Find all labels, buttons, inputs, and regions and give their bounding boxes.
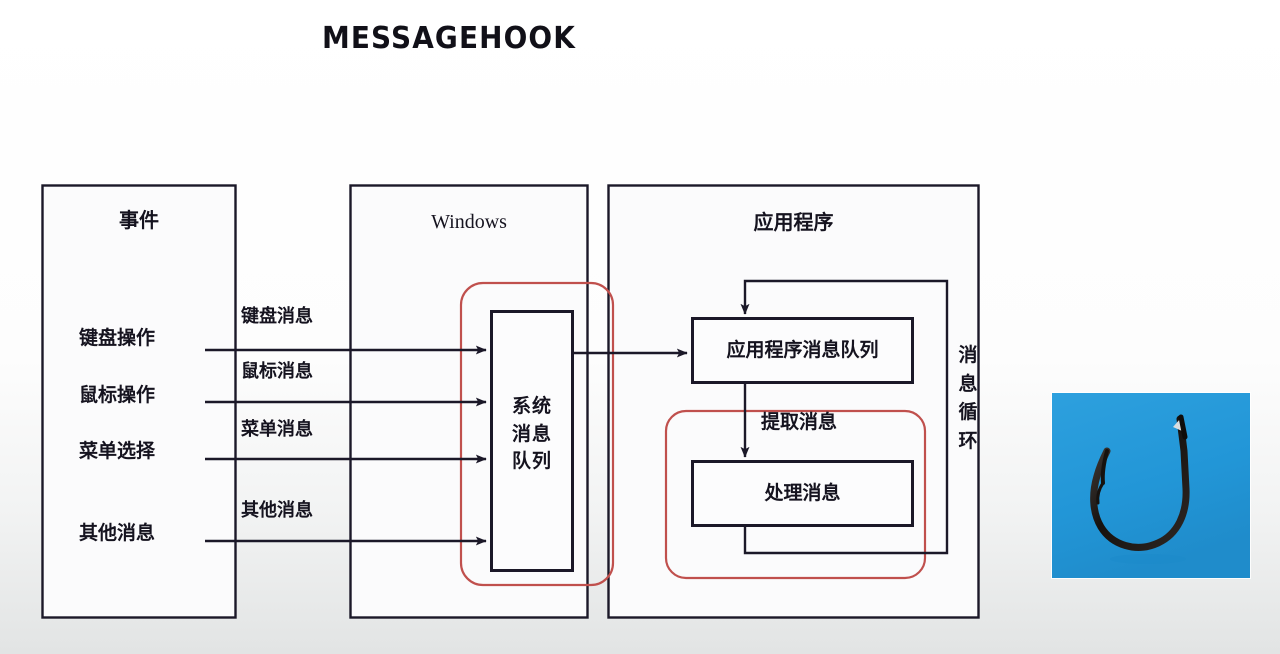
- fishing-hook-photo: [1052, 393, 1250, 578]
- app-message-queue-label: 应用程序消息队列: [726, 339, 879, 361]
- application-column-header: 应用程序: [753, 210, 834, 234]
- arrow-label-other-message: 其他消息: [241, 500, 313, 521]
- events-column-header: 事件: [119, 208, 159, 232]
- event-item-keyboard: 键盘操作: [79, 327, 156, 349]
- system-queue-line-2: 消息: [511, 422, 552, 445]
- arrow-label-menu-message: 菜单消息: [241, 419, 313, 440]
- event-item-other: 其他消息: [79, 522, 156, 544]
- column-outlines: [41, 184, 980, 619]
- loop-label-char-3: 循: [958, 401, 978, 423]
- arrow-label-keyboard-message: 键盘消息: [241, 306, 313, 327]
- event-message-arrows: [205, 345, 487, 546]
- loop-label-char-4: 环: [958, 429, 978, 452]
- arrow-label-mouse-message: 鼠标消息: [241, 361, 313, 382]
- process-message-highlight: [664, 409, 927, 580]
- process-message-label: 处理消息: [764, 482, 841, 504]
- application-column-box: [607, 184, 980, 619]
- message-loop-path: [740, 279, 949, 555]
- system-message-queue-label: 系统 消息 队列: [497, 393, 567, 476]
- message-loop-label: 消 息 循 环: [955, 341, 981, 455]
- system-queue-line-3: 队列: [511, 450, 552, 473]
- system-message-queue-box: [490, 310, 574, 572]
- event-item-menu: 菜单选择: [79, 440, 156, 462]
- extract-message-label: 提取消息: [761, 411, 838, 433]
- windows-column-header: Windows: [431, 211, 507, 233]
- app-message-queue-box: [691, 317, 914, 384]
- system-queue-line-1: 系统: [511, 395, 552, 417]
- loop-label-char-2: 息: [958, 372, 978, 395]
- process-message-box: [691, 460, 914, 527]
- system-queue-highlight: [459, 281, 615, 587]
- event-item-mouse: 鼠标操作: [79, 384, 156, 406]
- fishing-hook-illustration: [1052, 393, 1250, 578]
- events-column-box: [41, 184, 237, 619]
- loop-label-char-1: 消: [958, 344, 978, 366]
- page-title: MESSAGEHOOK: [322, 21, 576, 56]
